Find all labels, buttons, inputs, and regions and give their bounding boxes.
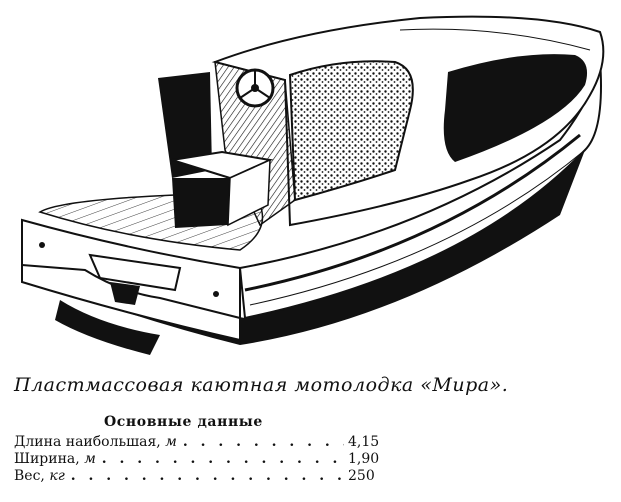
leader-dots: . . . . . . . . . . . . . . . . . . . . … bbox=[70, 468, 344, 484]
figure-caption: Пластмассовая каютная мотолодка «Мира». bbox=[14, 374, 509, 396]
spec-unit: м bbox=[84, 451, 96, 467]
specs-heading: Основные данные bbox=[104, 414, 263, 430]
spec-label: Длина наибольшая, м bbox=[14, 434, 177, 450]
steering-wheel-icon bbox=[235, 68, 275, 108]
spec-value: 250 bbox=[348, 468, 375, 484]
spec-row-weight: Вес, кг . . . . . . . . . . . . . . . . … bbox=[14, 468, 394, 485]
windshield-opening bbox=[288, 60, 414, 202]
leader-dots: . . . . . . . . . . . . . . . . . . . . … bbox=[101, 451, 344, 467]
spec-row-length: Длина наибольшая, м . . . . . . . . . . … bbox=[14, 434, 394, 451]
leader-dots: . . . . . . . . . . . . . . . . . bbox=[182, 434, 344, 450]
hull-bottom bbox=[34, 150, 585, 345]
spec-value: 4,15 bbox=[348, 434, 380, 450]
motor-bracket bbox=[110, 282, 140, 305]
seat-back bbox=[158, 72, 212, 178]
spec-unit: кг bbox=[49, 468, 65, 484]
specs-table: Длина наибольшая, м . . . . . . . . . . … bbox=[14, 434, 394, 485]
spec-value: 1,90 bbox=[348, 451, 380, 467]
spec-label: Вес, кг bbox=[14, 468, 65, 484]
bulkhead bbox=[214, 61, 296, 227]
boat-illustration bbox=[21, 15, 605, 355]
spec-label: Ширина, м bbox=[14, 451, 96, 467]
spec-row-width: Ширина, м . . . . . . . . . . . . . . . … bbox=[14, 451, 394, 468]
side-window bbox=[443, 54, 588, 162]
spec-unit: м bbox=[165, 434, 177, 450]
